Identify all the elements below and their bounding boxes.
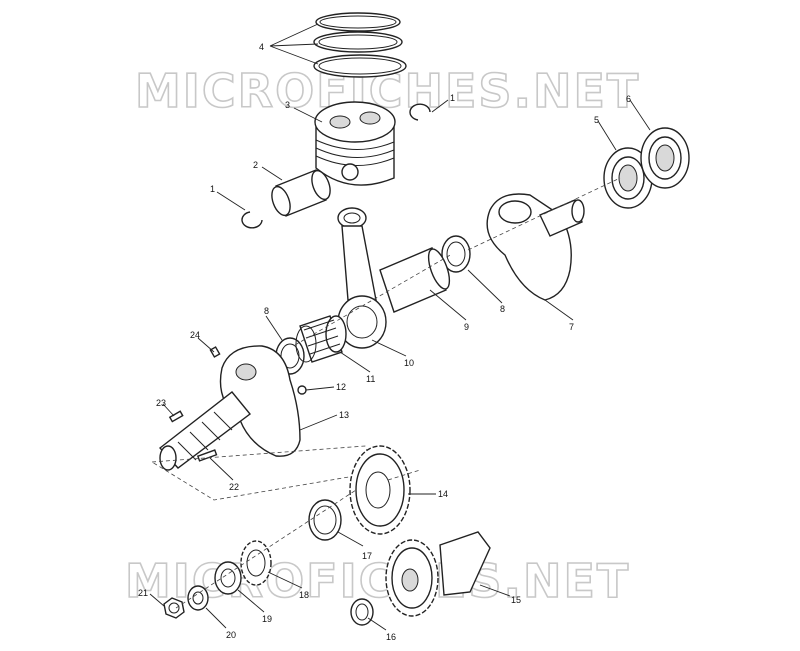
spacer-collar [214, 561, 242, 595]
thrust-washer-upper [441, 235, 471, 273]
leader-lines [149, 23, 651, 631]
callout-21: 21 [138, 588, 148, 598]
crank-half-left [158, 345, 301, 471]
callout-16: 16 [386, 632, 396, 642]
callout-14: 14 [438, 489, 448, 499]
callout-11: 11 [366, 374, 375, 384]
callout-9: 9 [464, 322, 469, 332]
callout-3: 3 [285, 100, 290, 110]
shaft-washer [350, 598, 374, 626]
callout-24: 24 [190, 330, 200, 340]
callout-1-right: 1 [450, 93, 455, 103]
piston [314, 101, 396, 186]
callout-2: 2 [253, 160, 258, 170]
crank-nut [163, 597, 185, 619]
callout-5: 5 [594, 115, 599, 125]
callout-8-lower: 8 [264, 306, 269, 316]
gear-washer [308, 499, 342, 541]
assembly-boundary [150, 445, 379, 501]
piston-pin [271, 169, 331, 217]
drive-gear [349, 445, 411, 535]
callout-labels: 4 3 2 1 1 5 6 7 8 8 9 10 11 12 13 14 15 … [138, 42, 631, 642]
callout-23: 23 [156, 398, 166, 408]
balance-shaft [385, 531, 491, 617]
key-23 [168, 410, 184, 423]
piston-rings [313, 12, 407, 78]
circlip-right [409, 103, 431, 121]
crank-bearing-6 [640, 127, 690, 189]
callout-10: 10 [404, 358, 414, 368]
callout-12: 12 [336, 382, 346, 392]
callout-19: 19 [262, 614, 272, 624]
callout-18: 18 [299, 590, 309, 600]
callout-4: 4 [259, 42, 264, 52]
check-ball [297, 385, 307, 395]
callout-15: 15 [511, 595, 521, 605]
small-gear [240, 540, 272, 586]
callout-13: 13 [339, 410, 349, 420]
callout-17: 17 [362, 551, 372, 561]
woodruff-key-24 [209, 346, 221, 358]
callout-7: 7 [569, 322, 574, 332]
crank-bearing-5 [603, 147, 653, 209]
circlip-left [241, 211, 263, 229]
callout-1-left: 1 [210, 184, 215, 194]
callout-22: 22 [229, 482, 239, 492]
crank-pin [379, 247, 451, 313]
crank-half-right [486, 193, 585, 301]
axis-line-gears [175, 469, 421, 609]
callout-20: 20 [226, 630, 236, 640]
connecting-rod [337, 207, 387, 349]
axis-line-crank [294, 177, 621, 346]
lock-washer [187, 585, 209, 611]
callout-8-upper: 8 [500, 304, 505, 314]
callout-6: 6 [626, 94, 631, 104]
needle-bearing [295, 315, 347, 363]
